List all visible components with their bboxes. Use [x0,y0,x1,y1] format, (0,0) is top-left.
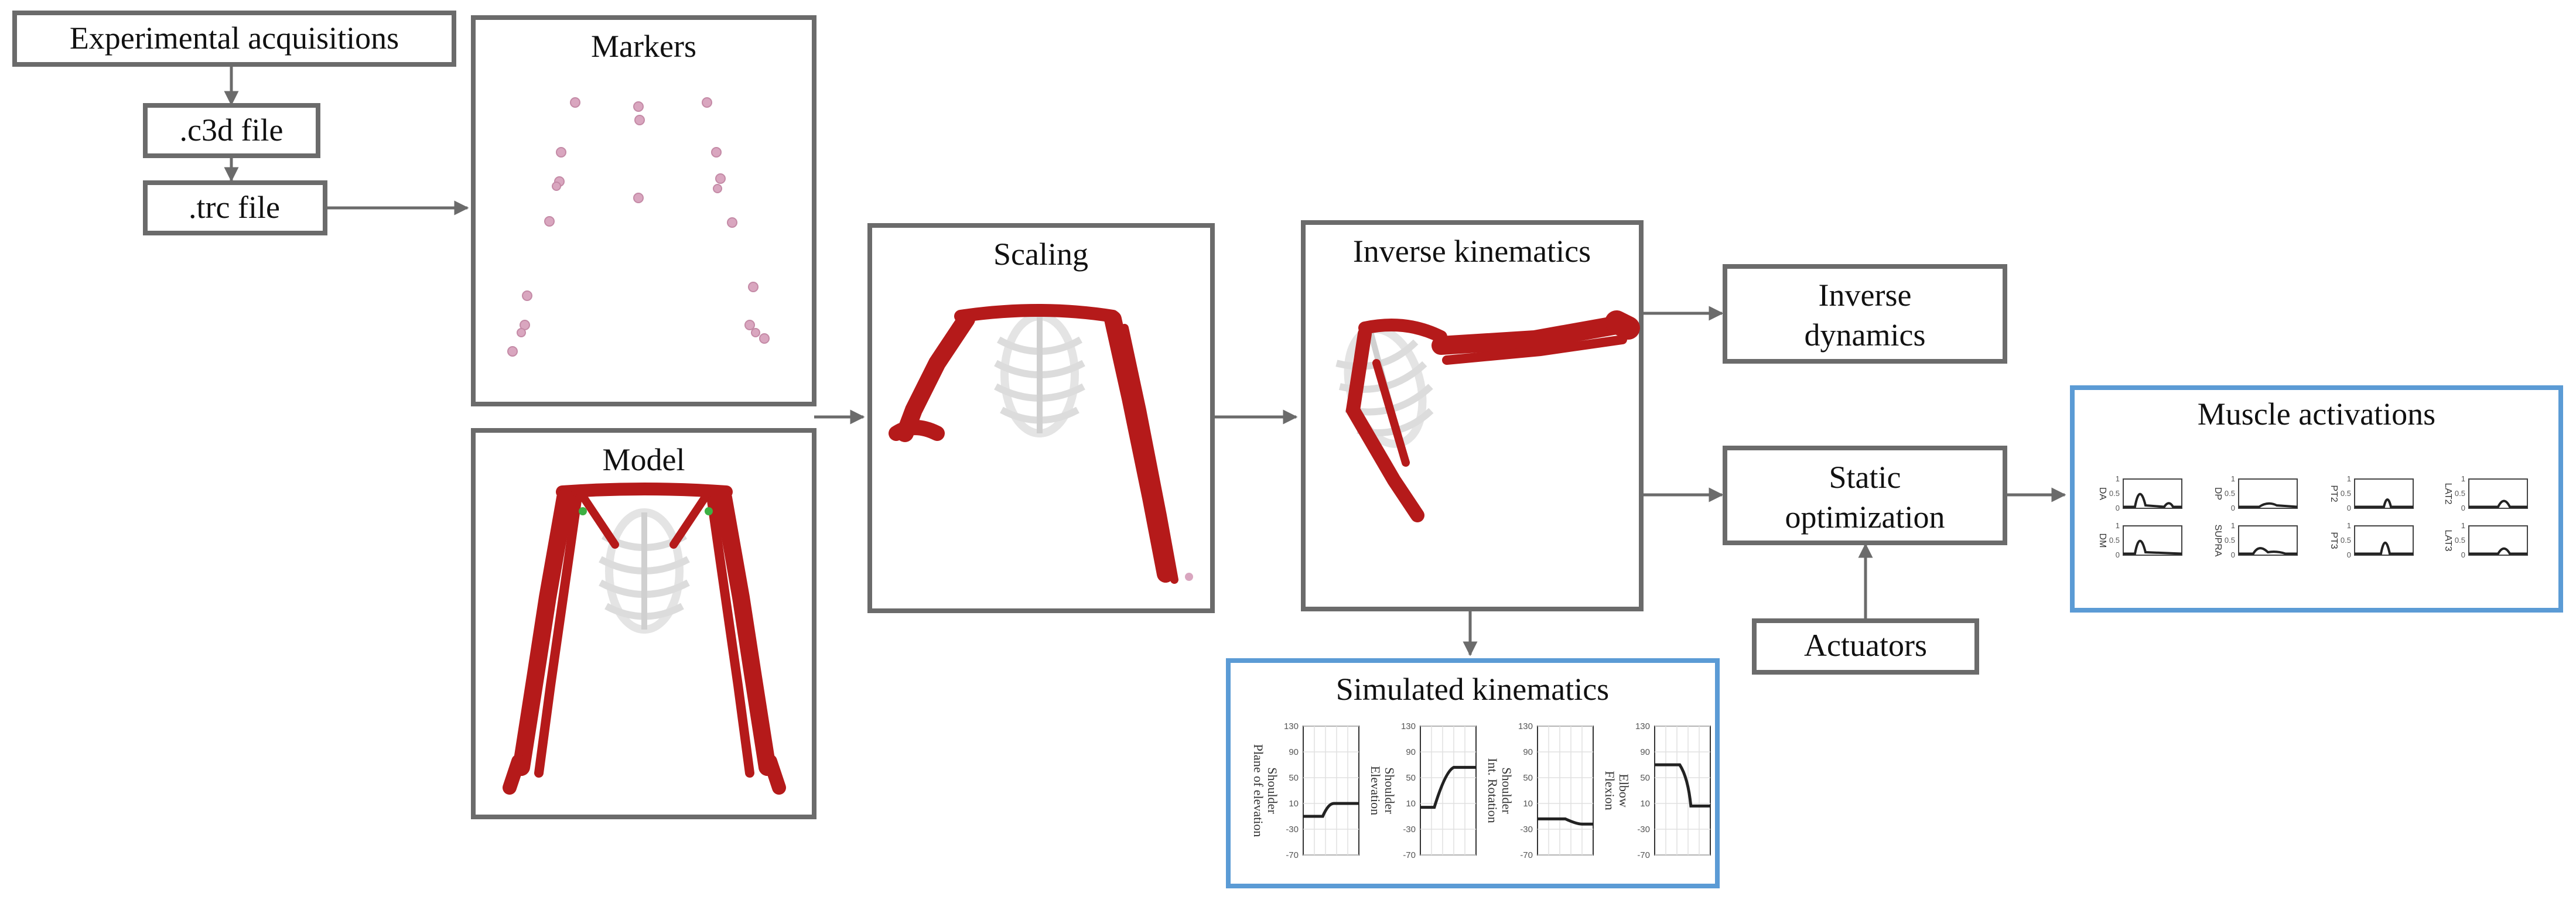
muscle-activations-box: Muscle activations 10.50DA10.50DP10.50PT… [2072,388,2561,610]
activation-ytick: 1 [2461,521,2465,530]
kinematics-ytick: 90 [1289,747,1299,757]
model-label: Model [603,442,685,477]
activation-ytick: 0.5 [2341,536,2351,545]
static-optimization-box: Static optimization [1725,448,2005,543]
kinematics-ytick: 10 [1406,799,1416,809]
activation-ytick: 1 [2347,521,2351,530]
markers-label: Markers [591,29,696,64]
activation-ytick: 0 [2461,550,2465,559]
kinematics-ytick: -70 [1520,850,1533,860]
kinematics-ylabel: Elevation [1368,766,1383,815]
activation-ytick: 0.5 [2109,489,2120,498]
kinematics-ylabel: Plane of elevation [1251,744,1266,837]
activation-ytick: 1 [2461,474,2465,483]
activation-ytick: 0 [2116,550,2120,559]
activation-label: PT2 [2329,485,2339,502]
kinematics-ylabel: Shoulder [1265,767,1280,814]
kinematics-ytick: 50 [1289,773,1299,783]
kinematics-ylabel: Int. Rotation [1485,758,1500,823]
activation-ytick: 0.5 [2225,489,2235,498]
kinematics-ylabel: Elbow [1617,774,1631,808]
experimental-acquisitions-label: Experimental acquisitions [70,20,399,56]
scaling-label: Scaling [993,237,1088,272]
kinematics-ytick: 10 [1640,799,1650,809]
kinematics-ytick: 130 [1518,721,1533,731]
activation-ytick: 0.5 [2341,489,2351,498]
activation-label: LAT2 [2443,483,2453,504]
kinematics-ytick: 130 [1635,721,1650,731]
activation-ytick: 1 [2116,474,2120,483]
c3d-file-label: .c3d file [180,112,283,148]
inverse-kinematics-box: Inverse kinematics [1303,223,1641,609]
activation-ytick: 0 [2461,504,2465,512]
simulated-kinematics-label: Simulated kinematics [1336,672,1609,707]
kinematics-ylabel: Shoulder [1382,767,1397,814]
activation-ytick: 0.5 [2455,489,2465,498]
kinematics-ytick: 90 [1523,747,1533,757]
inverse-dynamics-label-line1: Inverse [1819,278,1912,313]
model-box: Model [473,430,814,817]
experimental-acquisitions-box: Experimental acquisitions [15,13,454,64]
kinematics-ytick: -30 [1403,825,1416,834]
activation-label: PT3 [2329,532,2339,549]
activation-label: DA [2097,487,2107,501]
markers-box: Markers [473,18,814,404]
scaling-box: Scaling [870,225,1212,611]
trc-file-box: .trc file [145,183,325,233]
kinematics-ytick: 10 [1289,799,1299,809]
activation-label: DP [2213,487,2223,500]
c3d-file-box: .c3d file [145,105,318,156]
kinematics-ytick: -70 [1286,850,1299,860]
kinematics-ytick: -30 [1520,825,1533,834]
kinematics-ytick: 50 [1406,773,1416,783]
inverse-kinematics-label: Inverse kinematics [1353,234,1591,269]
activation-ytick: 0 [2347,504,2351,512]
activation-ytick: 1 [2231,521,2235,530]
kinematics-ytick: -70 [1637,850,1650,860]
static-optimization-label-line2: optimization [1785,500,1945,535]
kinematics-ylabel: Flexion [1603,771,1617,810]
activation-ytick: 0 [2231,504,2235,512]
activation-ytick: 0.5 [2109,536,2120,545]
activation-ytick: 0.5 [2455,536,2465,545]
kinematics-ytick: -30 [1637,825,1650,834]
activation-ytick: 0.5 [2225,536,2235,545]
kinematics-ytick: -30 [1286,825,1299,834]
inverse-dynamics-label-line2: dynamics [1805,317,1926,353]
muscle-activations-label: Muscle activations [2198,396,2435,432]
activation-ytick: 1 [2116,521,2120,530]
activation-ytick: 0 [2231,550,2235,559]
activation-ytick: 1 [2347,474,2351,483]
static-optimization-label-line1: Static [1829,460,1901,495]
kinematics-ytick: 130 [1284,721,1299,731]
activation-ytick: 0 [2116,504,2120,512]
kinematics-ytick: 50 [1523,773,1533,783]
kinematics-ytick: 90 [1406,747,1416,757]
activation-label: SUPRA [2213,524,2223,556]
kinematics-ylabel: Shoulder [1499,767,1514,814]
kinematics-ytick: 90 [1640,747,1650,757]
activation-label: DM [2097,533,2107,548]
inverse-dynamics-box: Inverse dynamics [1725,266,2005,361]
kinematics-ytick: 130 [1401,721,1416,731]
activation-ytick: 1 [2231,474,2235,483]
activation-ytick: 0 [2347,550,2351,559]
kinematics-ytick: 10 [1523,799,1533,809]
kinematics-ytick: -70 [1403,850,1416,860]
simulated-kinematics-box: Simulated kinematics 130 90 50 10 -30 -70 Shou… [1228,661,1717,886]
activation-label: LAT3 [2443,529,2453,551]
kinematics-ytick: 50 [1640,773,1650,783]
actuators-label: Actuators [1804,628,1927,663]
trc-file-label: .trc file [189,190,280,225]
actuators-box: Actuators [1754,621,1977,672]
